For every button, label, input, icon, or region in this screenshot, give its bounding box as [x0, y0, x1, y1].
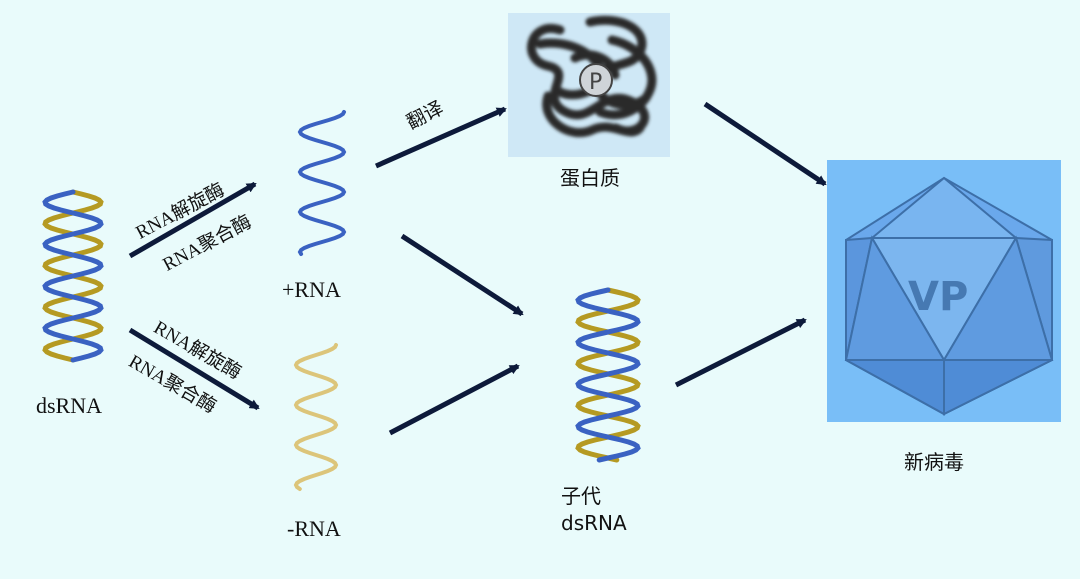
- plus-rna-label: +RNA: [282, 277, 341, 302]
- progeny-label-line1: 子代: [561, 484, 601, 508]
- minus-rna-label: -RNA: [287, 516, 341, 541]
- dsrna-helix: [42, 189, 104, 363]
- arrow-protein-to-virus: [703, 101, 827, 187]
- dsrna-blue-strand: [42, 189, 104, 363]
- protein-image: P: [508, 13, 670, 157]
- new-virus-label: 新病毒: [904, 450, 964, 474]
- arrow-plus-to-protein: [374, 106, 507, 169]
- progeny-label-line2: dsRNA: [561, 511, 627, 535]
- virus-capsid: VP: [827, 160, 1061, 422]
- progeny-blue-strand: [575, 287, 641, 463]
- progeny-dsrna-helix: [575, 287, 641, 463]
- protein-glyph: P: [589, 70, 602, 95]
- protein-label: 蛋白质: [560, 166, 620, 190]
- minus-rna-strand: [293, 343, 339, 491]
- arrow-dsrna-to-plus: [128, 181, 257, 259]
- plus-rna-strand: [297, 110, 347, 256]
- arrow-progeny-to-virus: [674, 317, 807, 388]
- arrow-plus-to-progeny: [400, 233, 524, 317]
- arrow-minus-to-progeny: [388, 363, 520, 436]
- dsrna-label: dsRNA: [36, 393, 103, 418]
- capsid-glyph: VP: [908, 274, 968, 320]
- arrow-dsrna-to-minus: [128, 327, 260, 411]
